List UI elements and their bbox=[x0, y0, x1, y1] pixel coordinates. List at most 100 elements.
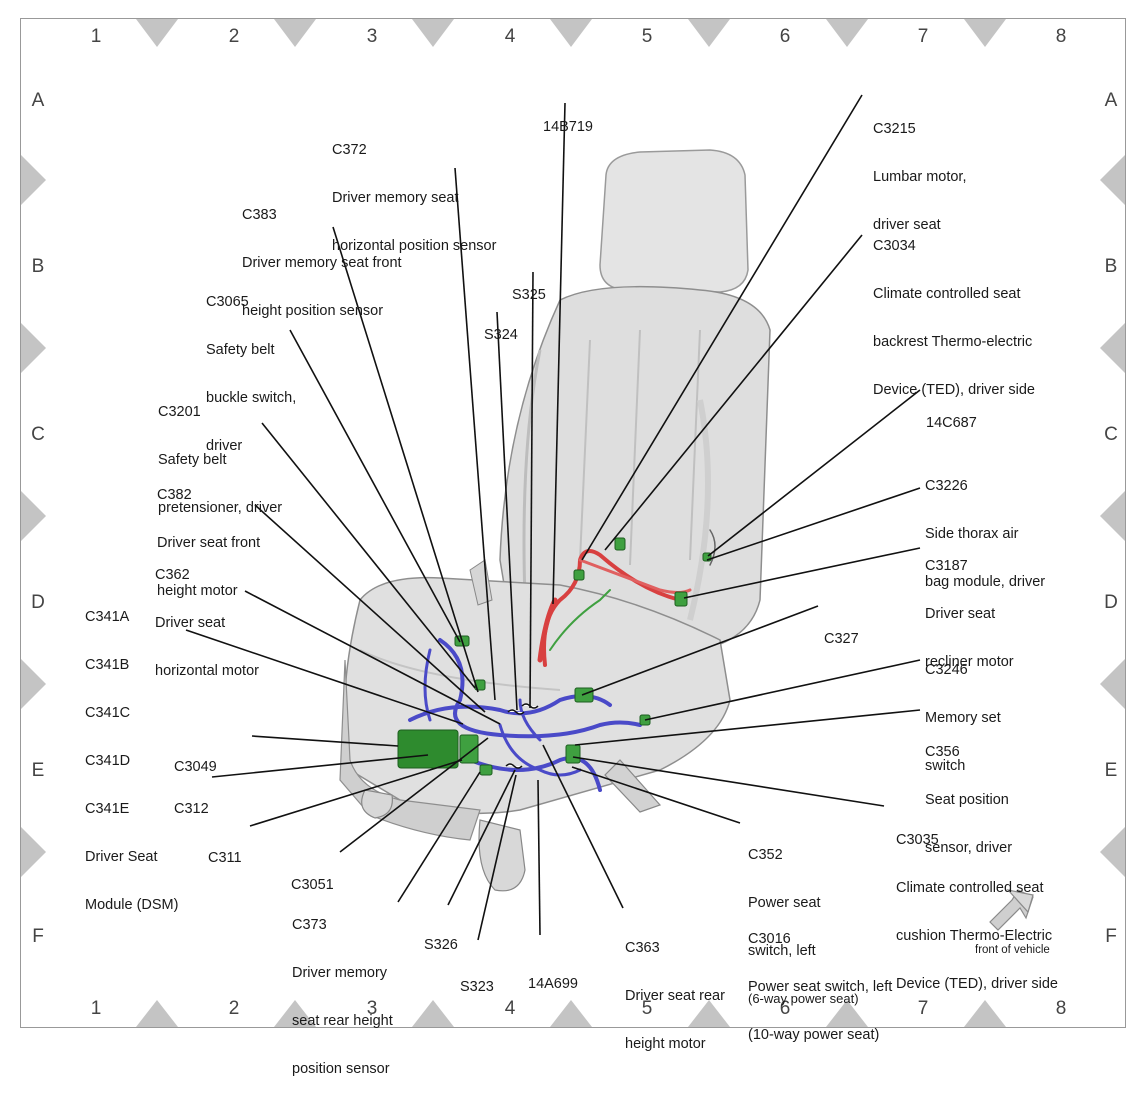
label-s324: S324 bbox=[484, 295, 518, 359]
grid-col-bottom-3: 3 bbox=[366, 998, 378, 1019]
label-c3034: C3034 Climate controlled seat backrest T… bbox=[873, 206, 1035, 414]
label-c373: C373 Driver memory seat rear height posi… bbox=[292, 885, 393, 1093]
grid-markers bbox=[21, 19, 1125, 1027]
grid-col-bottom-8: 8 bbox=[1055, 998, 1067, 1019]
label-line: horizontal position sensor bbox=[332, 238, 497, 254]
label-line: C362 bbox=[155, 567, 190, 583]
grid-row-right-A: A bbox=[1104, 90, 1118, 111]
label-line: S324 bbox=[484, 327, 518, 343]
label-line: Climate controlled seat bbox=[896, 880, 1044, 896]
grid-col-top-8: 8 bbox=[1055, 26, 1067, 47]
label-line: buckle switch, bbox=[206, 390, 297, 406]
grid-col-bottom-5: 5 bbox=[641, 998, 653, 1019]
label-line: C3215 bbox=[873, 121, 916, 137]
grid-row-right-B: B bbox=[1104, 256, 1118, 277]
label-line: bag module, driver bbox=[925, 574, 1046, 590]
label-14c687: 14C687 bbox=[926, 383, 977, 447]
label-line: Driver seat front bbox=[157, 535, 261, 551]
label-line: C311 bbox=[208, 850, 242, 866]
label-line: Lumbar motor, bbox=[873, 169, 967, 185]
label-line: C3201 bbox=[158, 404, 201, 420]
label-line: C341E bbox=[85, 801, 130, 817]
label-line: Side thorax air bbox=[925, 526, 1019, 542]
grid-col-top-4: 4 bbox=[504, 26, 516, 47]
label-line: C382 bbox=[157, 487, 192, 503]
grid-row-right-F: F bbox=[1105, 926, 1117, 947]
label-line: C372 bbox=[332, 142, 367, 158]
label-c3065: C3065 Safety belt buckle switch, driver bbox=[206, 262, 296, 470]
label-line: S325 bbox=[512, 287, 546, 303]
label-line: Power seat bbox=[748, 895, 821, 911]
label-line: Module (DSM) bbox=[85, 897, 179, 913]
leader-lines bbox=[185, 94, 921, 941]
label-line: Memory set bbox=[925, 710, 1001, 726]
grid-row-right-E: E bbox=[1104, 760, 1118, 781]
label-line: C3246 bbox=[925, 662, 968, 678]
label-s325: S325 bbox=[512, 255, 546, 319]
label-line: C3049 bbox=[174, 759, 217, 775]
label-line: C3016 bbox=[748, 931, 791, 947]
label-line: position sensor bbox=[292, 1061, 390, 1077]
grid-col-top-2: 2 bbox=[228, 26, 240, 47]
label-line: driver bbox=[206, 438, 243, 454]
label-line: Driver Seat bbox=[85, 849, 158, 865]
grid-col-top-5: 5 bbox=[641, 26, 653, 47]
label-line: height motor bbox=[157, 583, 238, 599]
label-line: C356 bbox=[925, 744, 960, 760]
label-14a699: 14A699 bbox=[528, 944, 578, 1008]
label-line: backrest Thermo-electric bbox=[873, 334, 1033, 350]
label-line: Device (TED), driver side bbox=[873, 382, 1035, 398]
label-line: Device (TED), driver side bbox=[896, 976, 1058, 992]
label-line: switch bbox=[925, 758, 966, 774]
grid-row-right-D: D bbox=[1104, 592, 1118, 613]
label-c3051: C3051 bbox=[291, 845, 334, 909]
label-line: cushion Thermo-Electric bbox=[896, 928, 1053, 944]
label-line: recliner motor bbox=[925, 654, 1014, 670]
label-line: Safety belt bbox=[158, 452, 227, 468]
label-line: C3034 bbox=[873, 238, 916, 254]
label-c327: C327 bbox=[824, 599, 859, 663]
label-c3215: C3215 Lumbar motor, driver seat bbox=[873, 89, 967, 249]
label-c3016: C3016 Power seat switch, left (10-way po… bbox=[748, 899, 892, 1059]
grid-col-top-7: 7 bbox=[917, 26, 929, 47]
label-line: C341D bbox=[85, 753, 131, 769]
grid-row-left-A: A bbox=[31, 90, 45, 111]
grid-col-top-1: 1 bbox=[90, 26, 102, 47]
label-c3187: C3187 Driver seat recliner motor bbox=[925, 526, 1014, 686]
label-c352: C352 Power seat switch, left (6-way powe… bbox=[748, 815, 859, 1023]
label-c311: C311 bbox=[208, 818, 242, 882]
label-line: C3051 bbox=[291, 877, 334, 893]
label-c362: C362 Driver seat horizontal motor bbox=[155, 535, 259, 695]
front-of-vehicle-arrow-icon bbox=[989, 889, 1034, 931]
grid-row-left-C: C bbox=[31, 424, 45, 445]
label-line: Seat position bbox=[925, 792, 1009, 808]
label-line: Driver seat bbox=[925, 606, 996, 622]
label-line: C373 bbox=[292, 917, 327, 933]
label-line: height motor bbox=[625, 1036, 706, 1052]
label-line: Climate controlled seat bbox=[873, 286, 1021, 302]
label-c3226: C3226 Side thorax air bag module, driver bbox=[925, 446, 1045, 606]
label-line: 14A699 bbox=[528, 976, 578, 992]
label-line: seat rear height bbox=[292, 1013, 393, 1029]
grid-col-bottom-2: 2 bbox=[228, 998, 240, 1019]
grid-col-top-3: 3 bbox=[366, 26, 378, 47]
label-line: C383 bbox=[242, 207, 277, 223]
grid-col-bottom-4: 4 bbox=[504, 998, 516, 1019]
label-line: 14C687 bbox=[926, 415, 977, 431]
label-c356: C356 Seat position sensor, driver bbox=[925, 712, 1012, 872]
label-line: C341C bbox=[85, 705, 131, 721]
label-line: S326 bbox=[424, 937, 458, 953]
label-c363: C363 Driver seat rear height motor bbox=[625, 908, 725, 1068]
label-line: Driver seat rear bbox=[625, 988, 725, 1004]
label-line: Safety belt bbox=[206, 342, 275, 358]
label-line: Power seat switch, left bbox=[748, 979, 893, 995]
label-line: horizontal motor bbox=[155, 663, 259, 679]
label-line: (10-way power seat) bbox=[748, 1027, 880, 1043]
label-line: C352 bbox=[748, 847, 783, 863]
label-line: C327 bbox=[824, 631, 859, 647]
label-line: Driver memory bbox=[292, 965, 388, 981]
diagram-frame bbox=[20, 18, 1126, 1028]
label-c341-dsm: C341A C341B C341C C341D C341E Driver Sea… bbox=[85, 577, 178, 929]
label-line: switch, left bbox=[748, 943, 816, 959]
label-line: C3226 bbox=[925, 478, 968, 494]
